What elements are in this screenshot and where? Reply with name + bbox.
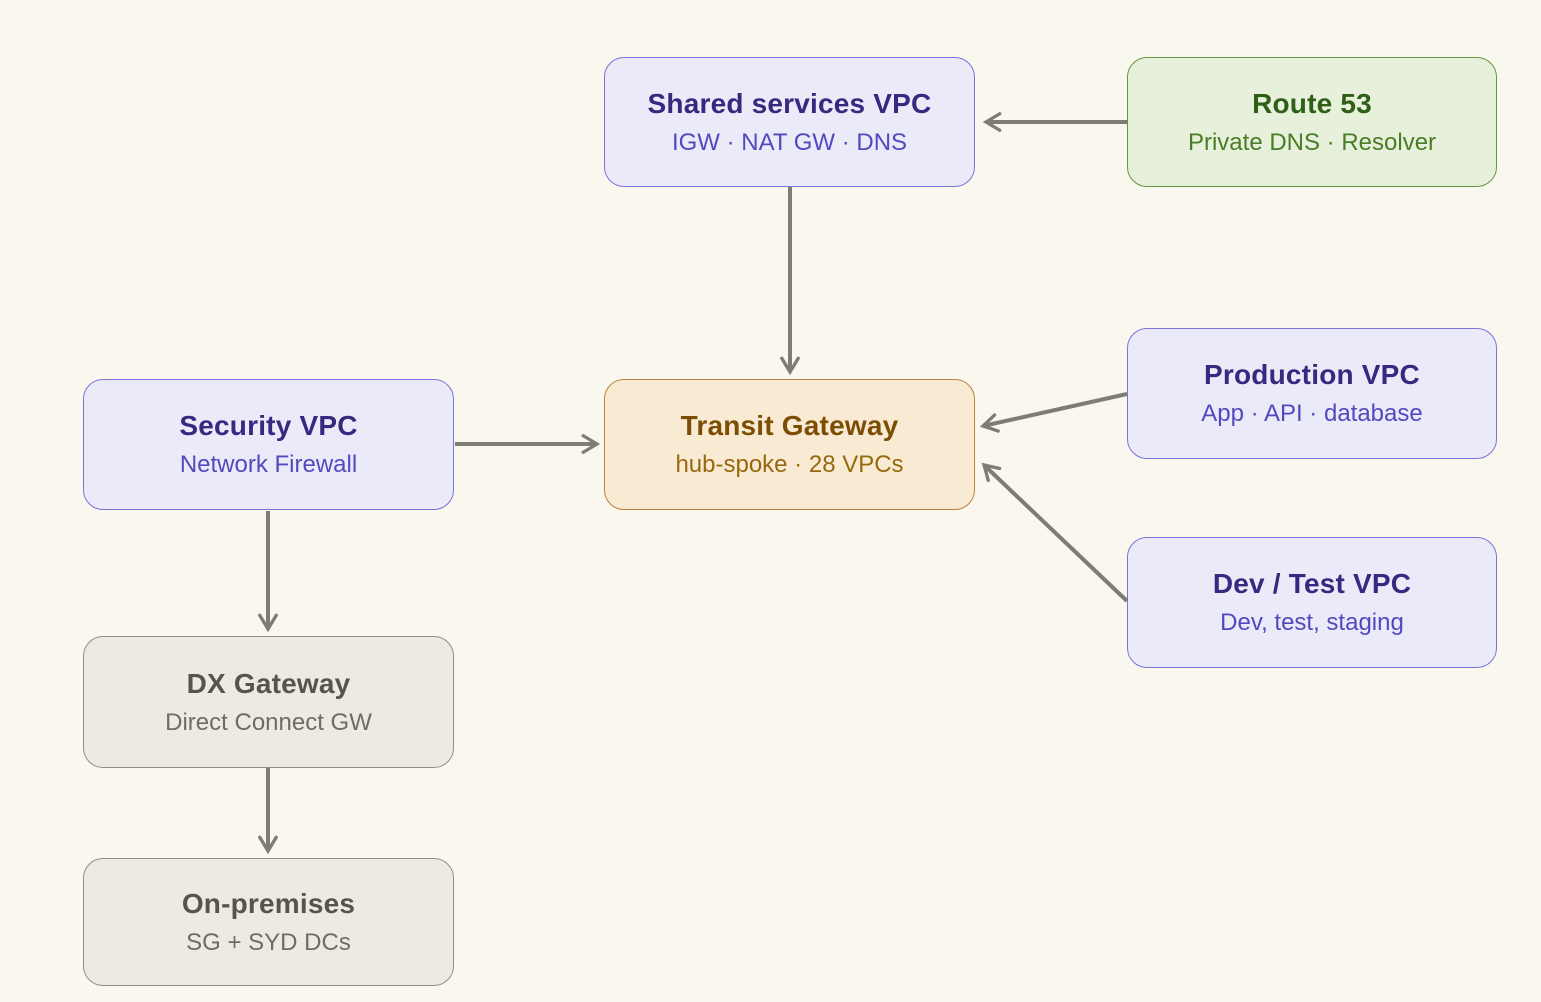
edge-devtest-vpc-to-transit-gateway xyxy=(981,462,1129,603)
transit-gateway-title: Transit Gateway xyxy=(680,410,899,441)
shared-services-vpc-title: Shared services VPC xyxy=(647,87,932,119)
node-on-premises: On-premises SG + SYD DCs xyxy=(83,858,454,986)
node-dx-gateway: DX Gateway Direct Connect GW xyxy=(83,636,454,768)
security-vpc-subtitle: Network Firewall xyxy=(179,451,358,478)
dx-gateway-title: DX Gateway xyxy=(186,667,351,699)
edge-production-vpc-to-transit-gateway xyxy=(979,392,1128,433)
shared-services-vpc-subtitle: IGW · NAT GW · DNS xyxy=(671,128,908,156)
node-transit-gateway: Transit Gateway hub-spoke · 28 VPCs xyxy=(604,379,975,510)
node-security-vpc: Security VPC Network Firewall xyxy=(83,379,454,510)
node-route-53: Route 53 Private DNS · Resolver xyxy=(1127,57,1497,187)
route-53-subtitle: Private DNS · Resolver xyxy=(1187,128,1437,156)
production-vpc-subtitle: App · API · database xyxy=(1201,400,1423,427)
node-dev-test-vpc: Dev / Test VPC Dev, test, staging xyxy=(1127,537,1497,668)
transit-gateway-subtitle: hub-spoke · 28 VPCs xyxy=(675,451,904,478)
dx-gateway-subtitle: Direct Connect GW xyxy=(165,708,372,736)
route-53-title: Route 53 xyxy=(1252,87,1372,119)
on-premises-subtitle: SG + SYD DCs xyxy=(186,928,351,956)
production-vpc-title: Production VPC xyxy=(1204,359,1420,390)
node-production-vpc: Production VPC App · API · database xyxy=(1127,328,1497,459)
on-premises-title: On-premises xyxy=(181,887,356,919)
dev-test-vpc-title: Dev / Test VPC xyxy=(1212,568,1412,599)
dev-test-vpc-subtitle: Dev, test, staging xyxy=(1220,609,1404,636)
node-shared-services-vpc: Shared services VPC IGW · NAT GW · DNS xyxy=(604,57,975,187)
security-vpc-title: Security VPC xyxy=(179,410,358,441)
